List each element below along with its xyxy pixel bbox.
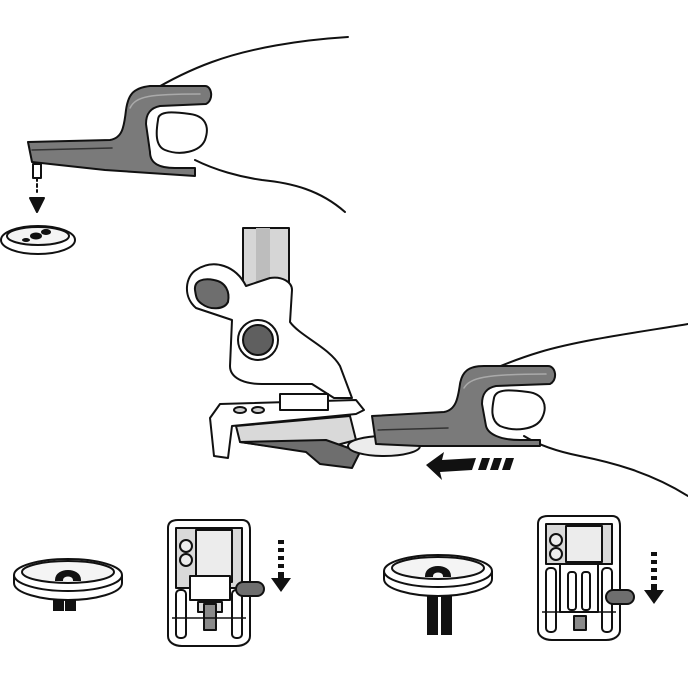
step2-hand-tool-icon [371,323,688,497]
foot-with-short-shank-icon [167,519,265,647]
direction-arrow-icon [426,452,514,480]
button-with-short-shank-icon [13,558,123,611]
foot-with-long-shank-icon [537,515,635,641]
step1-hand-tool-icon [27,36,349,213]
presser-foot-assembly-icon [186,227,421,469]
button-icon [0,225,76,255]
button-with-long-shank-icon [383,554,493,635]
arrow-down-icon [644,552,664,604]
arrow-down-icon [271,540,291,592]
